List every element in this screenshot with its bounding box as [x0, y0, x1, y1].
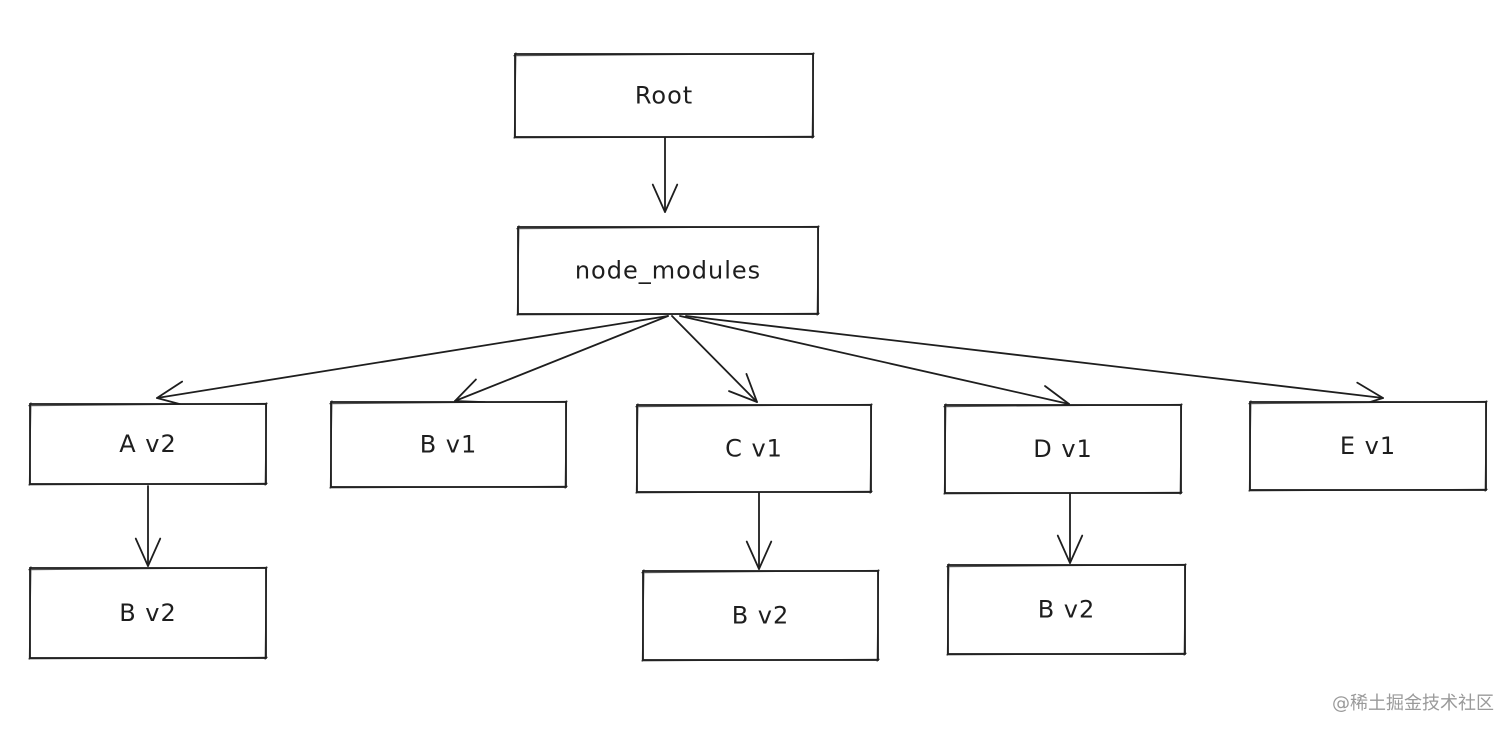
node-box-sketch [28, 566, 268, 660]
node-a-b-v2: B v2 [28, 566, 268, 660]
node-label: E v1 [1340, 432, 1396, 460]
arrowhead [728, 373, 758, 403]
edge-line [679, 315, 1070, 405]
edge-node_modules-to-c_v1 [671, 315, 758, 403]
node-box-sketch [635, 403, 873, 494]
node-label: D v1 [1033, 435, 1093, 463]
node-b-v1: B v1 [329, 400, 568, 489]
edge-d_v1-to-d_b_v2 [1056, 493, 1084, 564]
node-box-sketch [513, 52, 815, 139]
arrowhead [1056, 534, 1084, 564]
node-node-modules: node_modules [516, 225, 820, 316]
node-box-sketch [516, 225, 820, 316]
node-label: B v2 [119, 599, 177, 627]
edge-line [685, 315, 1384, 399]
node-label: Root [635, 82, 693, 110]
node-label: B v2 [732, 602, 790, 630]
edges-layer [134, 136, 1384, 570]
edge-line [156, 315, 669, 399]
edge-line [454, 315, 669, 402]
arrowhead [134, 537, 162, 567]
node-e-v1: E v1 [1248, 400, 1488, 492]
node-d-b-v2: B v2 [946, 563, 1187, 656]
arrowhead [651, 183, 679, 213]
watermark: @稀土掘金技术社区 [1332, 693, 1494, 714]
edge-node_modules-to-d_v1 [679, 315, 1070, 411]
edge-node_modules-to-b_v1 [454, 315, 669, 404]
node-c-b-v2: B v2 [641, 569, 880, 662]
node-root: Root [513, 52, 815, 139]
node-label: A v2 [119, 430, 177, 458]
node-box [642, 570, 879, 661]
node-label: node_modules [575, 257, 761, 285]
node-box [514, 53, 814, 138]
node-c-v1: C v1 [635, 403, 873, 494]
node-label: C v1 [725, 435, 783, 463]
node-box-sketch [1248, 400, 1488, 492]
node-box-sketch [946, 563, 1187, 656]
arrowhead [745, 540, 773, 570]
edge-c_v1-to-c_b_v2 [745, 492, 773, 570]
node-label: B v2 [1038, 596, 1096, 624]
node-label: B v1 [420, 431, 478, 459]
edge-node_modules-to-e_v1 [685, 315, 1384, 408]
edge-line [671, 315, 758, 403]
node-box-sketch [329, 400, 568, 489]
edge-node_modules-to-a_v2 [156, 315, 669, 407]
node-a-v2: A v2 [28, 402, 268, 486]
node-box-sketch [943, 403, 1183, 495]
node-d-v1: D v1 [943, 403, 1183, 495]
edge-root-to-node_modules [651, 136, 679, 213]
edge-a_v2-to-a_b_v2 [134, 485, 162, 567]
node-box-sketch [641, 569, 880, 662]
node-box [29, 403, 267, 485]
nodes-layer: Root node_modules A v2 B v1 C v1 D v1 E v1 B v2… [28, 52, 1488, 662]
node-box-sketch [28, 402, 268, 486]
